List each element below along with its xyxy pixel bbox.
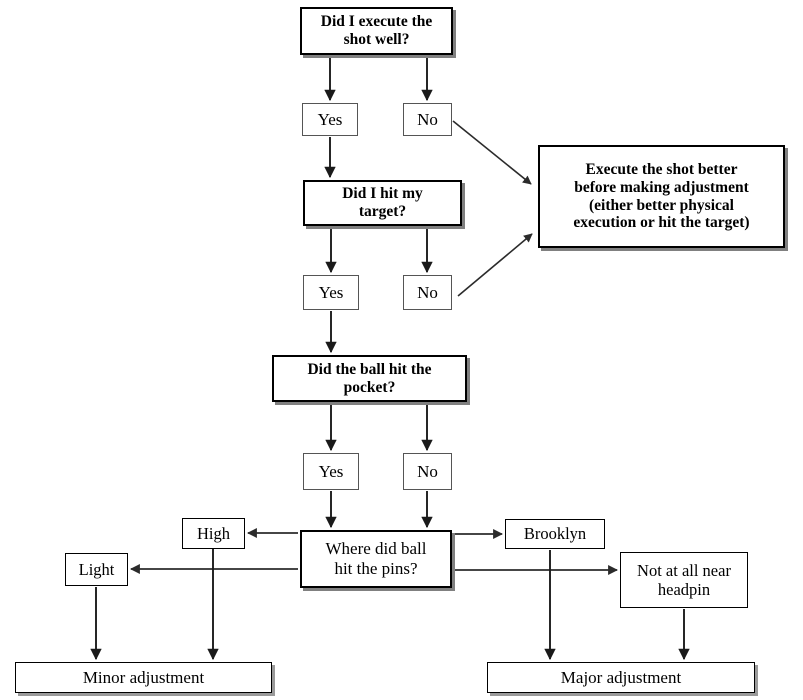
node-a2-no[interactable]: No [403, 275, 452, 310]
node-a3-yes[interactable]: Yes [303, 453, 359, 490]
node-label: No [417, 461, 438, 481]
node-label: Brooklyn [523, 524, 587, 544]
node-a3-no[interactable]: No [403, 453, 452, 490]
node-a1-no[interactable]: No [403, 103, 452, 136]
node-label: High [197, 523, 230, 543]
node-label: Light [78, 559, 115, 579]
node-out-minor[interactable]: Minor adjustment [15, 662, 272, 693]
node-label: Major adjustment [560, 667, 682, 687]
node-out-major[interactable]: Major adjustment [487, 662, 755, 693]
node-label: No [417, 282, 438, 302]
node-label: Yes [318, 282, 344, 302]
node-label: Yes [318, 461, 344, 481]
node-loc-high[interactable]: High [182, 518, 245, 549]
node-label: Minor adjustment [82, 667, 205, 687]
edge-e-no1-fix [452, 120, 532, 185]
node-loc-brooklyn[interactable]: Brooklyn [505, 519, 605, 549]
node-label: No [417, 109, 438, 129]
node-label: Yes [317, 109, 343, 129]
node-loc-light[interactable]: Light [65, 553, 128, 586]
node-a1-yes[interactable]: Yes [302, 103, 358, 136]
node-a2-yes[interactable]: Yes [303, 275, 359, 310]
edge-e-no2-fix [457, 233, 533, 297]
